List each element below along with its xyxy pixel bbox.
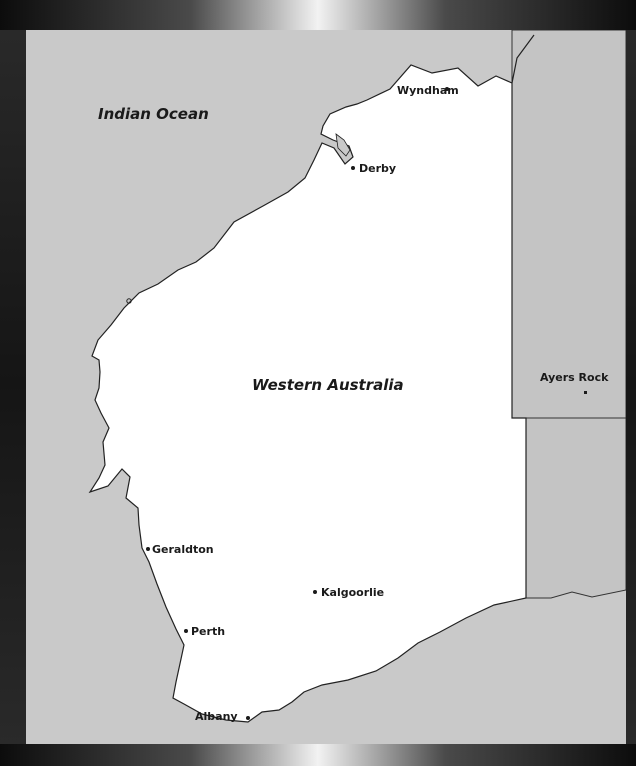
town-marker: [351, 166, 355, 170]
town-label: Perth: [191, 625, 225, 638]
town-marker: [246, 716, 250, 720]
landmark-ayers-rock: Ayers Rock: [540, 371, 609, 394]
small-island: [126, 298, 132, 304]
western-australia-map: Indian Ocean Western Australia Wyndham D…: [26, 30, 626, 744]
town-derby: Derby: [351, 162, 396, 175]
frame-right-edge: [626, 0, 636, 766]
town-geraldton: Geraldton: [146, 543, 214, 556]
town-marker: [445, 87, 449, 91]
frame-top-edge: [0, 0, 636, 30]
frame-bottom-edge: [0, 744, 636, 766]
town-marker: [184, 629, 188, 633]
western-australia-landmass: [88, 34, 535, 723]
town-perth: Perth: [184, 625, 225, 638]
king-sound: [335, 133, 351, 157]
town-albany: Albany: [195, 710, 250, 723]
region-label: Western Australia: [252, 376, 404, 394]
landmark-marker: [584, 391, 587, 394]
frame-left-edge: [0, 0, 26, 766]
town-marker: [313, 590, 317, 594]
town-label: Wyndham: [397, 84, 459, 97]
town-wyndham: Wyndham: [397, 84, 459, 97]
landmark-label: Ayers Rock: [540, 371, 609, 384]
town-kalgoorlie: Kalgoorlie: [313, 586, 384, 599]
town-label: Albany: [195, 710, 238, 723]
ocean-label: Indian Ocean: [98, 105, 209, 123]
neighbor-territory: [511, 30, 626, 599]
town-marker: [146, 547, 150, 551]
town-label: Geraldton: [152, 543, 214, 556]
town-label: Kalgoorlie: [321, 586, 384, 599]
town-label: Derby: [359, 162, 396, 175]
